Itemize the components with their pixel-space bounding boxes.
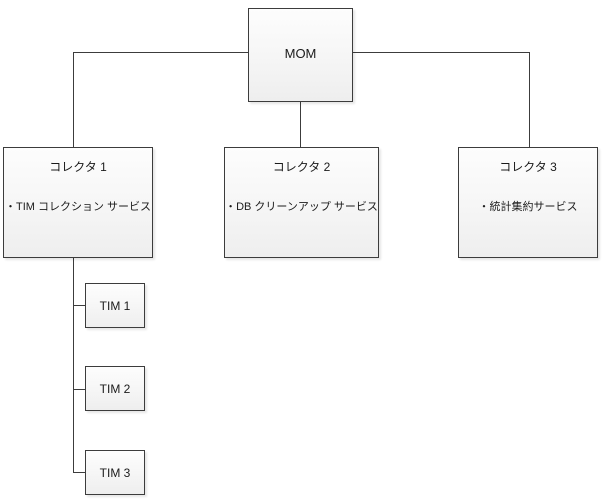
node-mom-title: MOM: [284, 46, 317, 61]
connector-mom-to-collector-3-vertical: [529, 52, 530, 148]
connector-trunk-to-tim-2: [73, 389, 86, 390]
node-collector-3-service: ・統計集約サービス: [478, 201, 578, 213]
node-collector-2-title: コレクタ 2: [272, 160, 331, 174]
node-tim-2-title: TIM 2: [99, 382, 131, 396]
node-tim-2[interactable]: TIM 2: [85, 366, 145, 411]
node-collector-2[interactable]: コレクタ 2 ・DB クリーンアップ サービス: [224, 147, 379, 258]
node-tim-1[interactable]: TIM 1: [85, 283, 145, 328]
node-tim-3-title: TIM 3: [99, 466, 131, 480]
node-collector-1-title: コレクタ 1: [49, 160, 107, 174]
node-tim-1-title: TIM 1: [99, 299, 131, 313]
node-collector-3-title: コレクタ 3: [499, 160, 557, 174]
connector-trunk-to-tim-3: [73, 472, 86, 473]
connector-trunk-to-tim-1: [73, 305, 86, 306]
node-collector-1-service: ・TIM コレクション サービス: [4, 201, 152, 213]
connector-mom-to-collector-2-vertical: [300, 101, 301, 148]
node-collector-3[interactable]: コレクタ 3 ・統計集約サービス: [458, 147, 598, 258]
connector-collector-1-tim-trunk: [73, 257, 74, 473]
node-tim-3[interactable]: TIM 3: [85, 450, 145, 495]
connector-mom-to-collector-1-horizontal: [73, 52, 249, 53]
node-mom[interactable]: MOM: [248, 8, 353, 102]
node-collector-2-service: ・DB クリーンアップ サービス: [225, 201, 378, 213]
connector-mom-to-collector-1-vertical: [73, 52, 74, 148]
node-collector-1[interactable]: コレクタ 1 ・TIM コレクション サービス: [3, 147, 153, 258]
connector-mom-to-collector-3-horizontal: [352, 52, 530, 53]
